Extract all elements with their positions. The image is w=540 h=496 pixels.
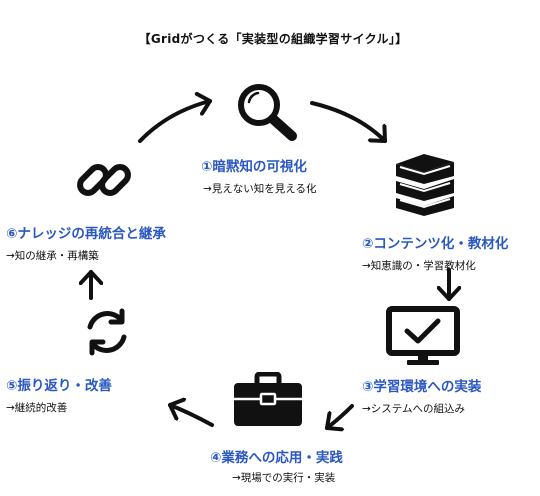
- step-3-desc: →システムへの組込み: [362, 403, 465, 415]
- step-3-heading: ③学習環境への実装: [362, 379, 482, 395]
- step-1: ①暗黙知の可視化 →見えない知を見える化: [201, 155, 316, 196]
- step-6-heading: ⑥ナレッジの再統合と継承: [6, 226, 166, 242]
- arrow-4-to-5: [168, 405, 214, 427]
- arrow-6-to-1: [138, 101, 212, 143]
- step-1-desc: →見えない知を見える化: [203, 183, 317, 195]
- step-4-heading: ④業務への応用・実践: [210, 450, 343, 466]
- monitor-check-icon: [386, 306, 460, 365]
- step-6-desc: →知の継承・再構築: [6, 250, 99, 262]
- step-6: ⑥ナレッジの再統合と継承 →知の継承・再構築: [6, 222, 166, 263]
- diagram-title: 【Gridがつくる「実装型の組織学習サイクル」】: [138, 32, 408, 46]
- step-5-desc: →継続的改善: [6, 402, 68, 414]
- briefcase-icon: [234, 372, 302, 426]
- step-5: ⑤振り返り・改善 →継続的改善: [6, 374, 112, 415]
- step-2-heading: ②コンテンツ化・教材化: [362, 236, 509, 252]
- magnifier-icon: [238, 84, 297, 141]
- refresh-icon: [87, 308, 127, 356]
- step-3: ③学習環境への実装 →システムへの組込み: [362, 375, 481, 416]
- arrow-3-to-4: [325, 404, 354, 428]
- step-4: ④業務への応用・実践 →現場での実行・実装: [210, 446, 343, 485]
- step-1-heading: ①暗黙知の可視化: [201, 159, 307, 175]
- step-2: ②コンテンツ化・教材化 →知恵識の・学習教材化: [362, 232, 508, 273]
- step-2-desc: →知恵識の・学習教材化: [362, 260, 476, 272]
- book-stack-icon: [396, 154, 454, 216]
- step-4-desc: →現場での実行・実装: [232, 472, 336, 484]
- chain-link-icon: [77, 164, 131, 196]
- step-5-heading: ⑤振り返り・改善: [6, 378, 112, 394]
- arrow-1-to-2: [310, 101, 387, 143]
